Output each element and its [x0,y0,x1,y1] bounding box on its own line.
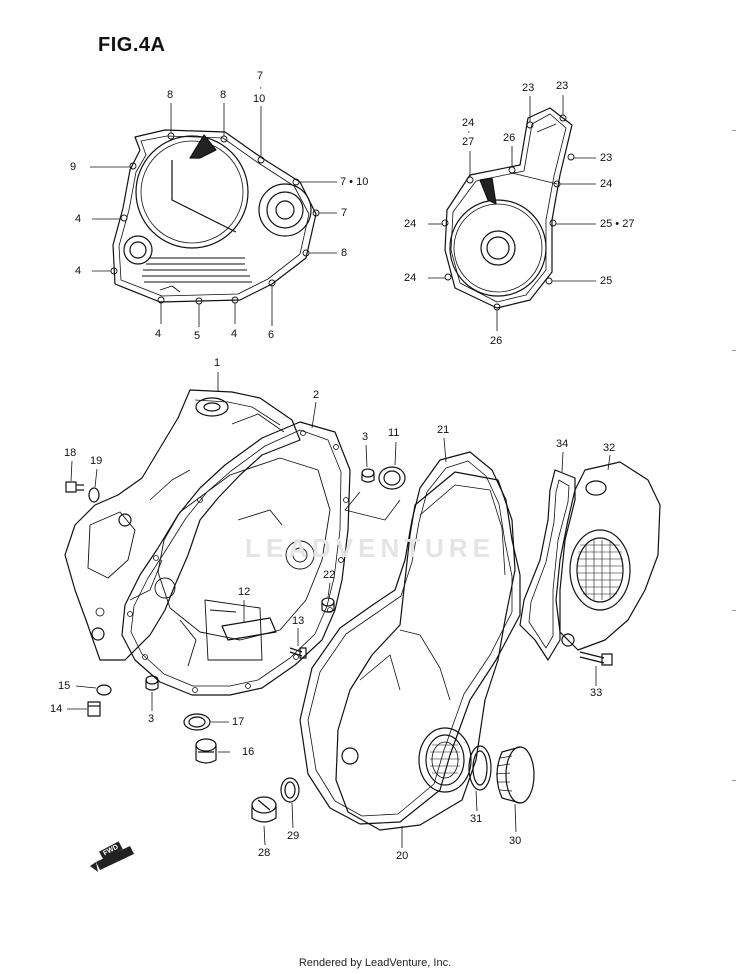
callout-24-right[interactable]: 24 [600,178,613,190]
crankcase-part-1 [64,389,301,661]
callout-26-bottom[interactable]: 26 [490,335,503,347]
plug-part-14 [87,701,101,717]
callout-30[interactable]: 30 [509,835,522,847]
figure-title: FIG.4A [98,34,166,56]
callout-24-top[interactable]: 24 [462,117,475,129]
callout-25-27[interactable]: 25 • 27 [600,218,635,230]
callout-4-a[interactable]: 4 [75,213,82,225]
o-ring-part-31 [468,745,492,791]
clutch-cover-gasket-detail [90,103,337,327]
callout-27-top[interactable]: 27 [462,136,475,148]
scan-mark [732,130,736,131]
scan-mark [732,610,736,611]
callout-10-top[interactable]: 10 [253,93,266,105]
callout-33[interactable]: 33 [590,687,603,699]
dowel-pin-part-3-upper [361,468,375,483]
callout-6[interactable]: 6 [268,329,275,341]
gasket-washer-part-15 [96,684,112,696]
callout-23-a[interactable]: 23 [522,82,535,94]
callout-dot-right: · [467,126,471,138]
o-ring-part-17 [183,713,211,731]
callout-7-10-right[interactable]: 7 • 10 [340,176,369,188]
callout-dot: · [259,82,263,94]
callout-23-c[interactable]: 23 [600,152,613,164]
callout-9[interactable]: 9 [70,161,77,173]
gasket-part-29 [280,777,300,803]
engine-internal-outline [154,457,331,667]
callout-28[interactable]: 28 [258,847,271,859]
callout-32[interactable]: 32 [603,442,616,454]
callout-2[interactable]: 2 [313,389,320,401]
callout-8-mid[interactable]: 8 [220,89,227,101]
magneto-gasket-part-21 [299,451,521,825]
callout-13[interactable]: 13 [292,615,305,627]
callout-8-right[interactable]: 8 [341,247,348,259]
magneto-cover-gasket-detail [428,95,596,331]
footer-credit: Rendered by LeadVenture, Inc. [298,957,452,969]
callout-34[interactable]: 34 [556,438,569,450]
callout-14[interactable]: 14 [50,703,63,715]
callout-3-upper[interactable]: 3 [362,431,369,443]
dowel-pin-part-3-lower [145,675,159,691]
scan-mark [732,350,736,351]
scan-mark [732,780,736,781]
callout-24-lower[interactable]: 24 [404,272,417,284]
callout-23-b[interactable]: 23 [556,80,569,92]
callout-4-c[interactable]: 4 [155,328,162,340]
oil-seal-part-11 [378,466,406,490]
bolt-part-33 [579,651,613,666]
callout-7-right[interactable]: 7 [341,207,348,219]
callout-4-b[interactable]: 4 [75,265,82,277]
callout-4-d[interactable]: 4 [231,328,238,340]
callout-12[interactable]: 12 [238,586,251,598]
callout-17[interactable]: 17 [232,716,245,728]
watermark-text: LEADVENTURE [245,533,496,563]
callout-1[interactable]: 1 [214,357,221,369]
bolt-part-18 [65,481,84,493]
callout-15[interactable]: 15 [58,680,71,692]
plate-part-12 [221,617,277,641]
magneto-cover-part-20 [335,471,516,831]
plug-part-30 [495,746,535,804]
crankcase-gasket-part-2 [121,421,351,696]
callout-25[interactable]: 25 [600,275,613,287]
callout-22[interactable]: 22 [323,569,336,581]
plug-part-28 [251,796,277,823]
sprocket-cover-gasket-part-34 [519,469,576,661]
leader-lines [67,372,611,848]
callout-20[interactable]: 20 [396,850,409,862]
bolt-part-13 [289,647,307,659]
callout-19[interactable]: 19 [90,455,103,467]
callout-24-left[interactable]: 24 [404,218,417,230]
callout-29[interactable]: 29 [287,830,300,842]
callout-26-top[interactable]: 26 [503,132,516,144]
callout-8-left[interactable]: 8 [167,89,174,101]
callout-21[interactable]: 21 [437,424,450,436]
fwd-arrow-icon [90,846,134,872]
callout-11[interactable]: 11 [388,427,400,439]
callout-18[interactable]: 18 [64,447,77,459]
callout-16[interactable]: 16 [242,746,255,758]
callout-3-lower[interactable]: 3 [148,713,155,725]
sprocket-cover-part-32 [555,461,661,651]
plug-part-16 [195,738,217,764]
dowel-pin-part-22 [321,597,335,613]
callout-31[interactable]: 31 [470,813,483,825]
callout-7-top[interactable]: 7 [257,70,264,82]
callout-5[interactable]: 5 [194,330,201,342]
dowel-guide-lines [344,491,401,521]
washer-part-19 [88,487,100,503]
